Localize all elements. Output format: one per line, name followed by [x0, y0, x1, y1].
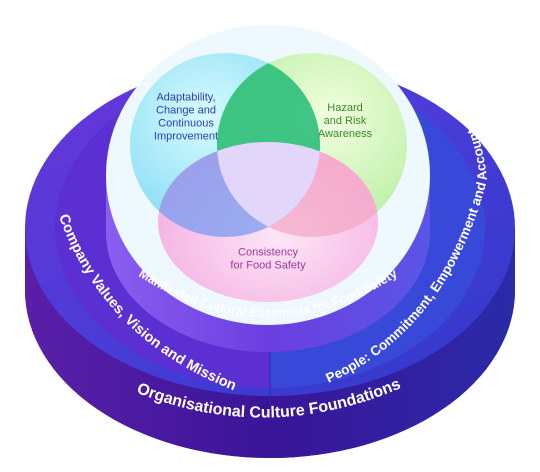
venn-label-line: Hazard	[327, 102, 362, 114]
venn-label-line: Awareness	[318, 128, 373, 140]
venn-diagram	[130, 53, 407, 302]
venn-label-line: Adaptability,	[156, 92, 215, 104]
venn-label-line: for Food Safety	[230, 260, 306, 272]
venn-label-line: Improvement	[154, 131, 218, 143]
venn-label-line: and Risk	[324, 115, 367, 127]
venn-label-line: Continuous	[158, 118, 214, 130]
venn-label-line: Consistency	[238, 247, 298, 259]
venn-label-line: Change and	[156, 105, 216, 117]
venn-center-overlap	[217, 142, 320, 237]
